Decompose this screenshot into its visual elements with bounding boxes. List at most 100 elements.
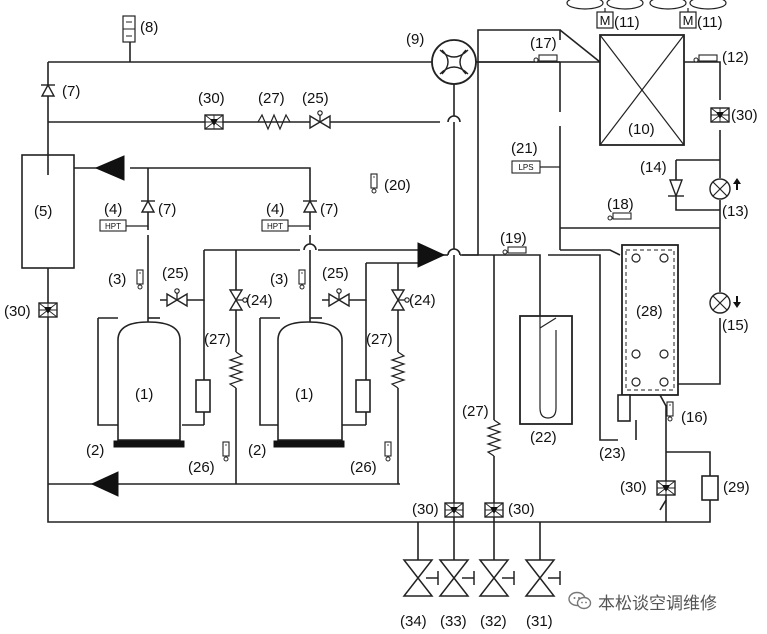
label-11b: (11) xyxy=(697,14,723,31)
check-valve-top-left xyxy=(40,84,56,97)
check-valve-14 xyxy=(668,179,684,198)
label-20: (20) xyxy=(384,177,411,194)
check-valve-comp1 xyxy=(140,200,156,213)
label-19: (19) xyxy=(500,230,527,247)
label-33: (33) xyxy=(440,613,467,630)
solenoid-valve-top xyxy=(309,110,331,129)
filter-drier-top xyxy=(204,114,224,130)
temp-sensor-18 xyxy=(607,212,632,221)
temp-sensor-16 xyxy=(666,401,674,422)
label-28: (28) xyxy=(636,303,663,320)
label-26b: (26) xyxy=(350,459,377,476)
fan-motor-1 xyxy=(566,0,644,29)
label-30e: (30) xyxy=(508,501,535,518)
service-valve-32[interactable] xyxy=(479,559,515,597)
fan-motor-2 xyxy=(649,0,727,29)
label-30a: (30) xyxy=(198,90,225,107)
label-4a: (4) xyxy=(104,201,122,218)
filter-drier-right xyxy=(656,480,676,496)
liquid-receiver xyxy=(617,394,631,422)
label-25a: (25) xyxy=(162,265,189,282)
check-valve-comp2 xyxy=(302,200,318,213)
label-30c: (30) xyxy=(731,107,758,124)
svg-text:HPT: HPT xyxy=(267,222,283,231)
temp-sensor-19 xyxy=(502,246,527,255)
accumulator-2 xyxy=(355,379,371,413)
label-24a: (24) xyxy=(246,292,273,309)
label-7b: (7) xyxy=(158,201,176,218)
dryer-29 xyxy=(701,475,719,501)
component-labels: (1) (1) (2) (2) (3) (3) (4) (4) (5) (7) … xyxy=(4,13,758,630)
compressor-2 xyxy=(273,321,345,448)
motor-m-2: M xyxy=(683,13,694,28)
label-21: (21) xyxy=(511,140,538,157)
solenoid-valve-comp2 xyxy=(328,288,350,307)
label-30b: (30) xyxy=(4,303,31,320)
label-17: (17) xyxy=(530,35,557,52)
label-3a: (3) xyxy=(108,271,126,288)
watermark-text: 本松谈空调维修 xyxy=(598,593,717,614)
temp-sensor-3-b xyxy=(298,269,306,290)
low-pressure-switch: LPS xyxy=(511,160,560,174)
four-way-valve xyxy=(431,39,477,85)
label-24b: (24) xyxy=(409,292,436,309)
label-5: (5) xyxy=(34,203,52,220)
temp-sensor-3-a xyxy=(136,269,144,290)
label-27b: (27) xyxy=(366,331,393,348)
condenser-coil xyxy=(599,34,685,146)
label-2a: (2) xyxy=(86,442,104,459)
expansion-valve-15 xyxy=(709,292,741,314)
label-7c: (7) xyxy=(320,201,338,218)
gas-liquid-separator xyxy=(519,315,573,425)
flow-arrow-right-discharge xyxy=(417,242,446,268)
pressure-switch-8 xyxy=(122,15,136,43)
compressor-1 xyxy=(113,321,185,448)
label-11a: (11) xyxy=(614,14,640,31)
label-9: (9) xyxy=(406,31,424,48)
label-1b: (1) xyxy=(295,386,313,403)
label-25c: (25) xyxy=(302,90,329,107)
label-27a: (27) xyxy=(204,331,231,348)
service-valve-34[interactable] xyxy=(403,559,439,597)
label-23: (23) xyxy=(599,445,626,462)
wechat-icon xyxy=(568,591,592,610)
temp-sensor-26-b xyxy=(384,441,392,462)
label-30f: (30) xyxy=(620,479,647,496)
label-13: (13) xyxy=(722,203,749,220)
label-25b: (25) xyxy=(322,265,349,282)
flow-arrow-left-bottom xyxy=(90,471,119,497)
filter-drier-32 xyxy=(484,502,504,518)
filter-drier-left xyxy=(38,302,58,318)
pressure-transducer-4-b: HPT xyxy=(261,219,310,232)
label-27c: (27) xyxy=(462,403,489,420)
service-valve-31[interactable] xyxy=(525,559,561,597)
label-10: (10) xyxy=(628,121,655,138)
label-15: (15) xyxy=(722,317,749,334)
expansion-valve-13 xyxy=(709,178,741,200)
label-30d: (30) xyxy=(412,501,439,518)
label-27d: (27) xyxy=(258,90,285,107)
label-32: (32) xyxy=(480,613,507,630)
label-18: (18) xyxy=(607,196,634,213)
filter-drier-condenser xyxy=(710,107,730,123)
solenoid-valve-24-b xyxy=(391,289,410,311)
label-2b: (2) xyxy=(248,442,266,459)
label-29: (29) xyxy=(723,479,750,496)
label-22: (22) xyxy=(530,429,557,446)
label-14: (14) xyxy=(640,159,667,176)
plate-heat-exchanger xyxy=(621,244,679,396)
label-3b: (3) xyxy=(270,271,288,288)
label-7a: (7) xyxy=(62,83,80,100)
pressure-transducer-4-a: HPT xyxy=(99,219,148,232)
solenoid-valve-comp1 xyxy=(166,288,188,307)
temp-sensor-17 xyxy=(533,54,558,63)
motor-m-1: M xyxy=(600,13,611,28)
capillary-tubes xyxy=(228,113,502,457)
svg-text:LPS: LPS xyxy=(518,163,533,172)
label-8: (8) xyxy=(140,19,158,36)
service-valve-33[interactable] xyxy=(439,559,475,597)
accumulator-1 xyxy=(195,379,211,413)
solenoid-valve-24-a xyxy=(229,289,248,311)
label-34: (34) xyxy=(400,613,427,630)
